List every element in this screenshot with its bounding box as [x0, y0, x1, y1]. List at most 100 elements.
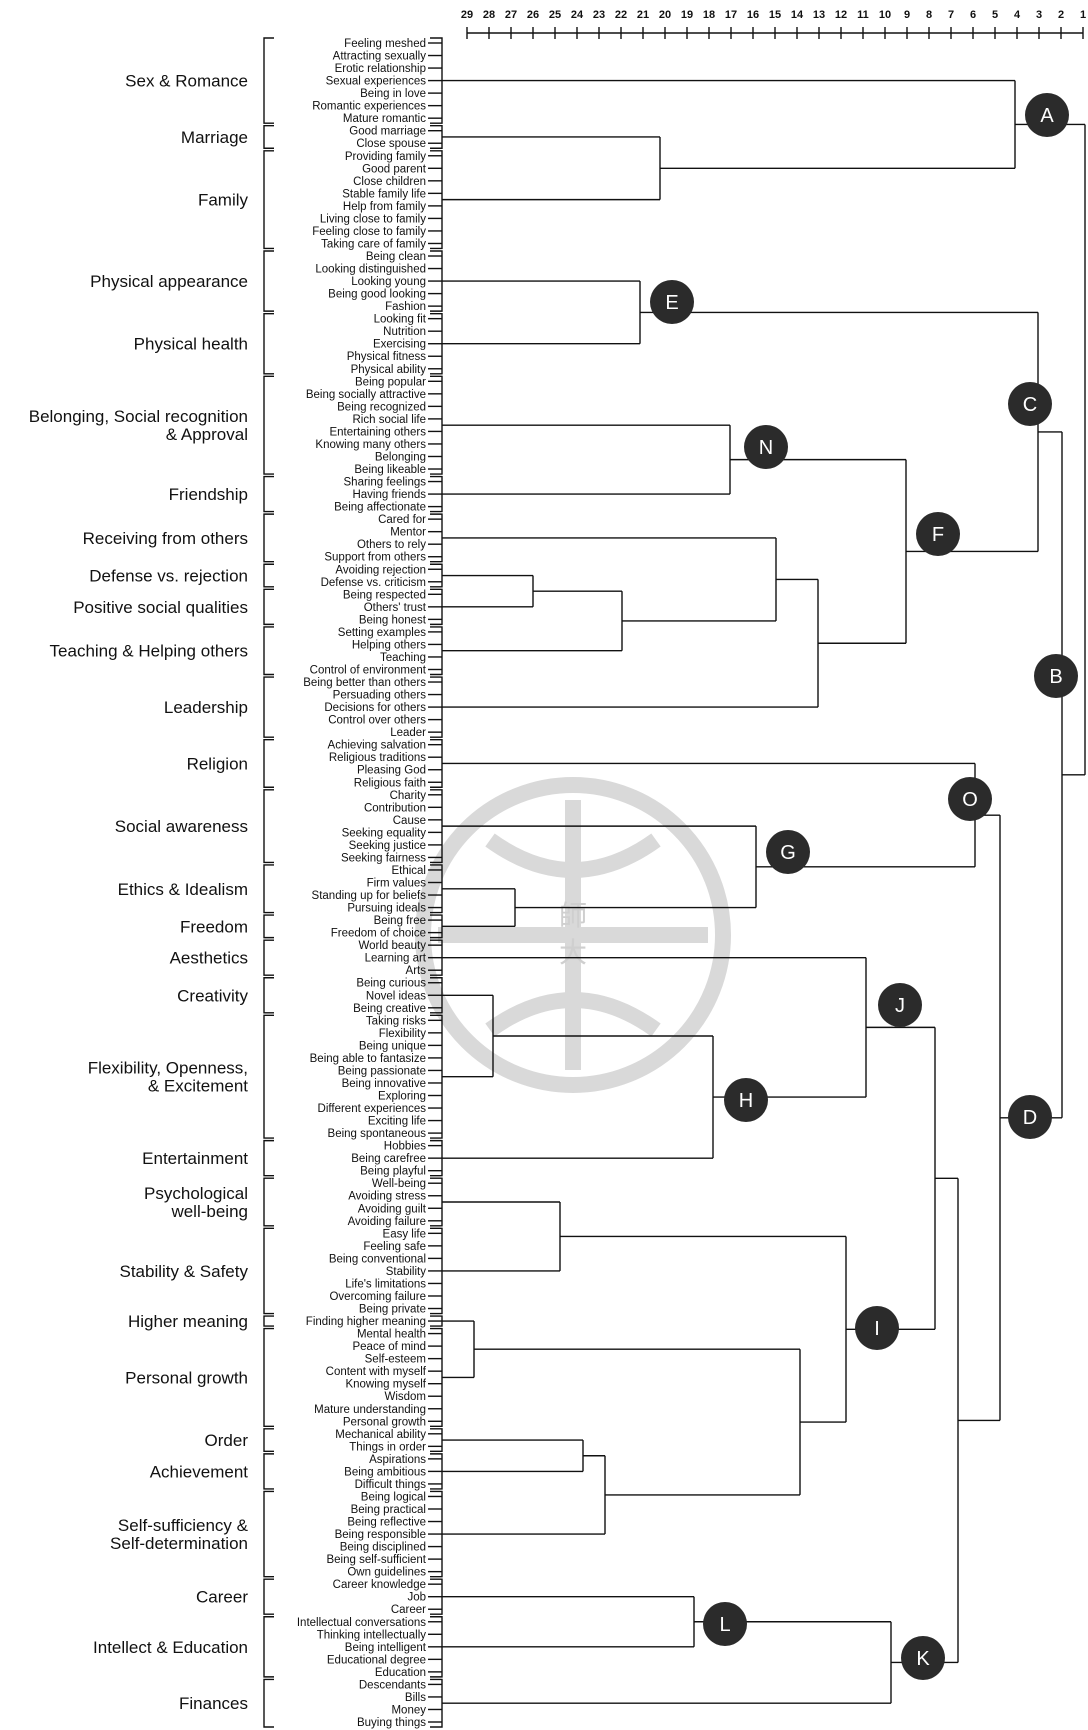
category-label: Entertainment — [142, 1149, 248, 1168]
item-label: Aspirations — [369, 1454, 426, 1466]
item-label: Contribution — [364, 802, 426, 814]
cluster-node-label: L — [719, 1614, 730, 1636]
scale-tick-label: 6 — [970, 9, 976, 21]
category-bracket-right — [430, 125, 443, 149]
category-bracket-left — [263, 1315, 274, 1327]
cluster-node-o: O — [948, 777, 992, 821]
cluster-node-label: G — [780, 842, 796, 864]
item-label: Support from others — [324, 552, 426, 564]
item-label: Being playful — [360, 1166, 426, 1178]
category-bracket-left — [263, 914, 274, 939]
item-label: Living close to family — [320, 213, 426, 225]
category-bracket-left — [263, 738, 274, 788]
cluster-node-e: E — [650, 280, 694, 324]
item-label: Career knowledge — [333, 1579, 426, 1591]
category-bracket-left — [263, 1428, 274, 1453]
category-bracket-left — [263, 864, 274, 914]
scale-tick-label: 7 — [948, 9, 954, 21]
item-label: Career — [391, 1604, 426, 1616]
cluster-node-circle — [703, 1602, 747, 1646]
item-label: Being private — [359, 1304, 426, 1316]
watermark-glyph-bottom: 大 — [559, 937, 587, 968]
category-label: Freedom — [180, 917, 248, 936]
item-label: Being likeable — [354, 464, 426, 476]
cluster-node-n: N — [744, 425, 788, 469]
cluster-node-label: B — [1049, 666, 1062, 688]
category-label: Self-determination — [110, 1534, 248, 1553]
item-label: Sexual experiences — [326, 76, 427, 88]
item-label: Being carefree — [351, 1153, 426, 1165]
cluster-node-circle — [948, 777, 992, 821]
category-bracket-left — [263, 1453, 274, 1490]
item-label: Being logical — [361, 1491, 426, 1503]
cluster-node-circle — [855, 1306, 899, 1350]
cluster-node-j: J — [878, 983, 922, 1027]
item-label: Stability — [386, 1266, 427, 1278]
cluster-node-circle — [766, 830, 810, 874]
cluster-node-circle — [916, 512, 960, 556]
category-label: Flexibility, Openness, — [88, 1059, 248, 1078]
cluster-node-circle — [650, 280, 694, 324]
cluster-node-h: H — [724, 1078, 768, 1122]
scale-tick-label: 24 — [571, 9, 584, 21]
item-label: Attracting sexually — [333, 51, 427, 63]
scale-tick-label: 13 — [813, 9, 825, 21]
item-label: Feeling safe — [363, 1241, 426, 1253]
category-bracket-left — [263, 475, 274, 513]
item-label: Physical fitness — [347, 351, 427, 363]
item-label: Things in order — [349, 1441, 426, 1453]
cluster-node-f: F — [916, 512, 960, 556]
item-label: Overcoming failure — [329, 1291, 426, 1303]
item-label: Mature romantic — [343, 113, 426, 125]
item-label: Being practical — [351, 1504, 426, 1516]
category-bracket-left — [263, 375, 274, 475]
item-label: Religious traditions — [329, 752, 426, 764]
item-label: Being affectionate — [334, 502, 426, 514]
category-bracket-left — [263, 37, 274, 124]
cluster-node-circle — [1008, 1095, 1052, 1139]
scale-tick-label: 27 — [505, 9, 517, 21]
item-label: Romantic experiences — [312, 101, 426, 113]
category-label: Receiving from others — [83, 529, 248, 548]
category-bracket-right — [430, 738, 443, 788]
item-label: Control of environment — [310, 664, 427, 676]
item-label: Being free — [374, 915, 426, 927]
item-label: Physical ability — [351, 364, 427, 376]
category-bracket-left — [263, 312, 274, 375]
item-label: Being intelligent — [345, 1642, 427, 1654]
category-bracket-left — [263, 1578, 274, 1615]
item-label: Taking risks — [366, 1015, 426, 1027]
item-label: Others to rely — [357, 539, 426, 551]
item-label: Pleasing God — [357, 765, 426, 777]
item-label: Job — [407, 1592, 426, 1604]
category-bracket-right — [430, 1678, 443, 1728]
cluster-node-circle — [1008, 382, 1052, 426]
item-label: Being respected — [343, 589, 426, 601]
scale-tick-label: 15 — [769, 9, 781, 21]
category-bracket-right — [430, 1327, 443, 1427]
item-label: Charity — [390, 790, 427, 802]
cluster-node-label: C — [1023, 394, 1037, 416]
category-label: Creativity — [177, 986, 248, 1005]
item-label: Cause — [393, 815, 426, 827]
category-bracket-left — [263, 1177, 274, 1227]
category-label: Social awareness — [115, 817, 248, 836]
item-label: Being creative — [353, 1003, 426, 1015]
item-label: Being recognized — [337, 401, 426, 413]
category-label: Higher meaning — [128, 1312, 248, 1331]
item-label: Looking fit — [374, 314, 427, 326]
cluster-node-label: F — [932, 524, 944, 546]
cluster-node-a: A — [1025, 93, 1069, 137]
item-label: Having friends — [352, 489, 426, 501]
watermark-seal: 師 大 — [415, 777, 731, 1093]
item-label: Seeking justice — [349, 840, 426, 852]
category-label: Personal growth — [125, 1368, 248, 1387]
item-label: Being in love — [360, 88, 426, 100]
item-label: Content with myself — [326, 1366, 427, 1378]
item-label: Erotic relationship — [335, 63, 426, 75]
item-label: Others' trust — [364, 602, 427, 614]
scale-tick-label: 3 — [1036, 9, 1042, 21]
scale-tick-label: 10 — [879, 9, 891, 21]
